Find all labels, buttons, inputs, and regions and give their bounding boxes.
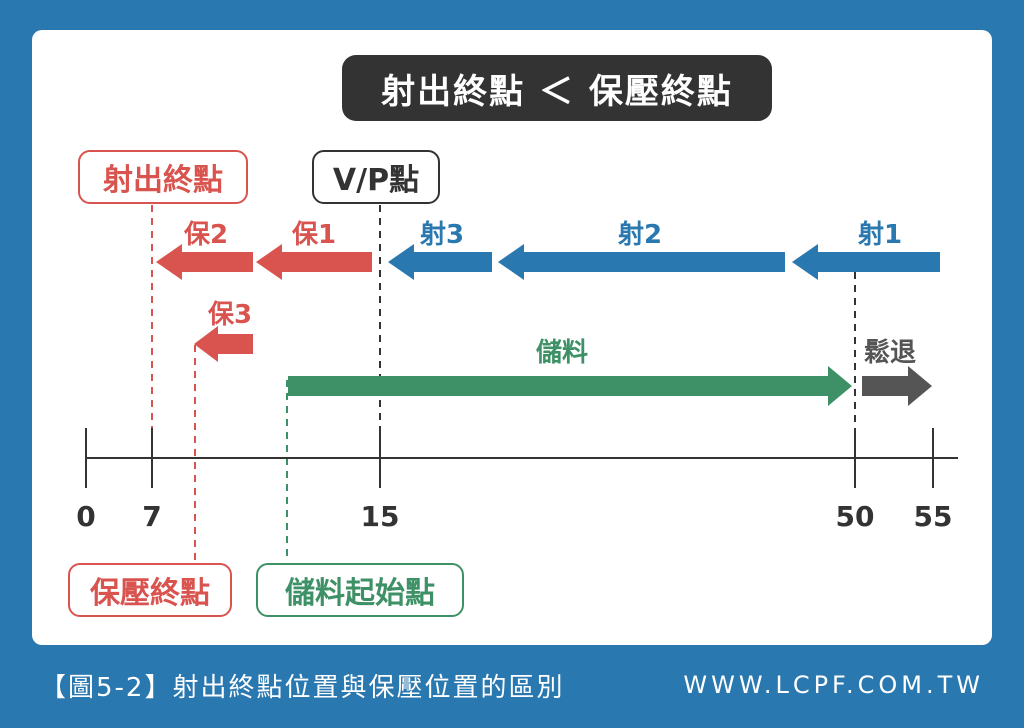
tick-label-15: 15 <box>360 500 400 533</box>
vp-point-label: V/P點 <box>312 150 440 204</box>
tick-label-7: 7 <box>142 500 162 533</box>
hold1-arrow <box>256 244 372 280</box>
tick-label-55: 55 <box>913 500 953 533</box>
segment-label-inj3: 射3 <box>420 220 465 250</box>
segment-label-hold2: 保2 <box>184 220 229 250</box>
inj1-arrow <box>792 244 940 280</box>
decomp-arrow <box>862 366 932 406</box>
figure-caption: 【圖5-2】射出終點位置與保壓位置的區別 <box>40 672 565 703</box>
segment-label-hold3: 保3 <box>208 300 253 330</box>
hold-end-label: 保壓終點 <box>68 563 232 617</box>
hold3-arrow <box>194 326 253 362</box>
diagram-title: 射出終點 ＜ 保壓終點 <box>342 55 772 121</box>
footer: 【圖5-2】射出終點位置與保壓位置的區別 WWW.LCPF.COM.TW <box>0 660 1024 710</box>
inj2-arrow <box>498 244 785 280</box>
website-link[interactable]: WWW.LCPF.COM.TW <box>683 671 984 699</box>
tick-label-0: 0 <box>76 500 96 533</box>
hold2-arrow <box>156 244 253 280</box>
plast-arrow <box>288 366 852 406</box>
tick-label-50: 50 <box>835 500 875 533</box>
plast-start-label: 儲料起始點 <box>256 563 464 617</box>
inj3-arrow <box>388 244 492 280</box>
segment-label-decomp: 鬆退 <box>864 338 917 368</box>
segment-label-plast: 儲料 <box>536 338 589 368</box>
segment-label-inj1: 射1 <box>858 220 903 250</box>
segment-label-inj2: 射2 <box>618 220 663 250</box>
injection-end-label: 射出終點 <box>78 150 248 204</box>
diagram-card <box>32 30 992 645</box>
segment-label-hold1: 保1 <box>292 220 337 250</box>
